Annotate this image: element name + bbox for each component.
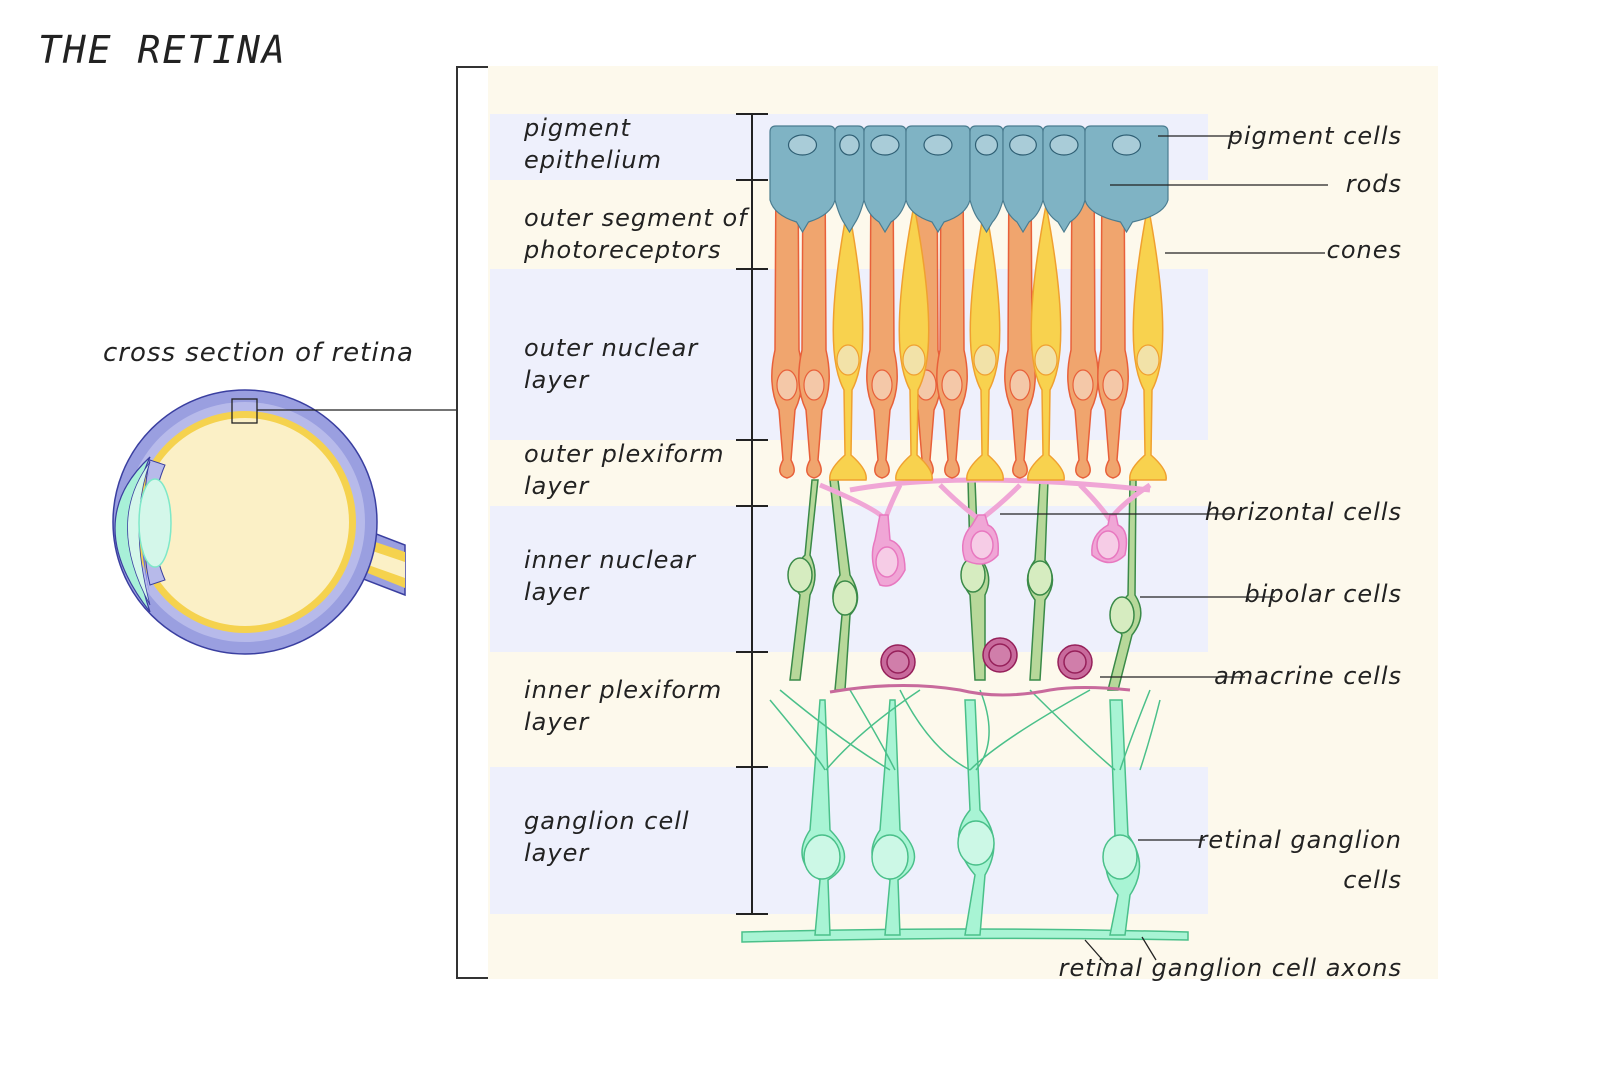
layer-label-line: outer plexiform xyxy=(524,440,725,468)
label-rods: rods xyxy=(1345,170,1402,198)
horizontal-processes xyxy=(819,477,1152,522)
label-ganglion-axons: retinal ganglion cell axons xyxy=(1058,954,1402,982)
vitreous-body xyxy=(141,418,349,626)
layer-label-line: epithelium xyxy=(524,146,662,174)
label-line: retinal ganglion xyxy=(1197,826,1402,854)
bipolar-cell xyxy=(1107,479,1142,691)
layer-label-line: ganglion cell xyxy=(524,807,690,835)
layer-label-line: pigment xyxy=(524,114,631,142)
leader-lines xyxy=(1000,135,1328,966)
layer-label-ganglion: ganglion cell layer xyxy=(524,805,690,869)
rod-cell xyxy=(798,163,830,479)
label-line: cells xyxy=(1343,866,1402,894)
label-amacrine-cells: amacrine cells xyxy=(1214,662,1402,690)
horizontal-cell xyxy=(1091,514,1128,564)
ganglion-cell xyxy=(871,699,916,936)
label-cones: cones xyxy=(1326,236,1402,264)
band-ganglion xyxy=(490,767,1208,914)
layer-label-outer-plexiform: outer plexiform layer xyxy=(524,438,724,502)
cone-cell xyxy=(829,204,867,481)
ganglion-cell xyxy=(801,699,846,936)
pigment-cell xyxy=(1002,125,1044,234)
label-pigment-cells: pigment cells xyxy=(1227,122,1402,150)
horizontal-cell xyxy=(871,514,906,587)
zoom-bracket xyxy=(456,66,488,979)
cone-cells xyxy=(829,204,1167,481)
layer-label-inner-plexiform: inner plexiform layer xyxy=(524,674,722,738)
rod-cell xyxy=(936,163,968,479)
pigment-cell xyxy=(1042,125,1086,234)
bipolar-cell xyxy=(787,479,819,681)
layer-label-outer-nuclear: outer nuclear layer xyxy=(524,332,698,396)
amacrine-cell xyxy=(880,644,916,680)
leader-axon-2 xyxy=(1141,936,1157,961)
horizontal-cell xyxy=(961,514,1000,565)
rod-cell xyxy=(1097,163,1129,479)
bipolar-cells xyxy=(787,479,1142,691)
layer-label-line: layer xyxy=(524,472,590,500)
pigment-cell xyxy=(769,125,836,234)
pigment-cells xyxy=(769,125,1169,234)
layer-label-inner-nuclear: inner nuclear layer xyxy=(524,544,696,608)
layer-label-line: outer nuclear xyxy=(524,334,699,362)
layer-label-line: layer xyxy=(524,578,590,606)
rod-cells xyxy=(771,163,1129,479)
lens xyxy=(138,478,172,568)
label-bipolar-cells: bipolar cells xyxy=(1244,580,1402,608)
amacrine-cells xyxy=(829,637,1131,697)
leader-axon-1 xyxy=(1084,939,1108,966)
layer-label-line: layer xyxy=(524,708,590,736)
amacrine-cell xyxy=(1057,644,1093,680)
ganglion-cell xyxy=(957,699,995,936)
layer-label-line: layer xyxy=(524,839,590,867)
ganglion-dendrites xyxy=(769,689,1161,771)
cone-cell xyxy=(966,204,1004,481)
cone-cell xyxy=(895,204,933,481)
bipolar-cell xyxy=(960,479,990,681)
zoom-region-box xyxy=(231,398,258,424)
cone-cell xyxy=(1027,204,1065,481)
ganglion-cell xyxy=(1102,699,1141,936)
diagram-title: THE RETINA xyxy=(38,28,287,72)
layer-label-line: photoreceptors xyxy=(524,236,722,264)
rod-cell xyxy=(866,163,898,479)
amacrine-processes xyxy=(829,683,1131,697)
bipolar-cell xyxy=(1026,479,1054,681)
label-horizontal-cells: horizontal cells xyxy=(1204,498,1402,526)
layer-label-pigment-epithelium: pigment epithelium xyxy=(524,112,662,176)
label-retinal-ganglion-cells: retinal ganglion cells xyxy=(1197,820,1402,900)
horizontal-cells xyxy=(819,477,1152,587)
pigment-cell xyxy=(969,125,1004,234)
bipolar-cell xyxy=(829,479,859,691)
pigment-cell xyxy=(834,125,865,234)
layer-label-line: inner plexiform xyxy=(524,676,723,704)
eye-cross-section xyxy=(112,389,456,655)
ganglion-cells xyxy=(741,689,1189,943)
layer-label-outer-segment: outer segment of photoreceptors xyxy=(524,202,748,266)
rod-cell xyxy=(1004,163,1036,479)
cone-cell xyxy=(1129,204,1167,481)
layer-label-line: inner nuclear xyxy=(524,546,696,574)
pigment-cell xyxy=(1084,125,1169,234)
rod-cell xyxy=(1067,163,1099,479)
amacrine-cell xyxy=(982,637,1018,673)
layer-label-line: outer segment of xyxy=(524,204,748,232)
layer-label-line: layer xyxy=(524,366,590,394)
layer-ruler xyxy=(736,113,768,915)
cross-section-label: cross section of retina xyxy=(103,338,414,368)
